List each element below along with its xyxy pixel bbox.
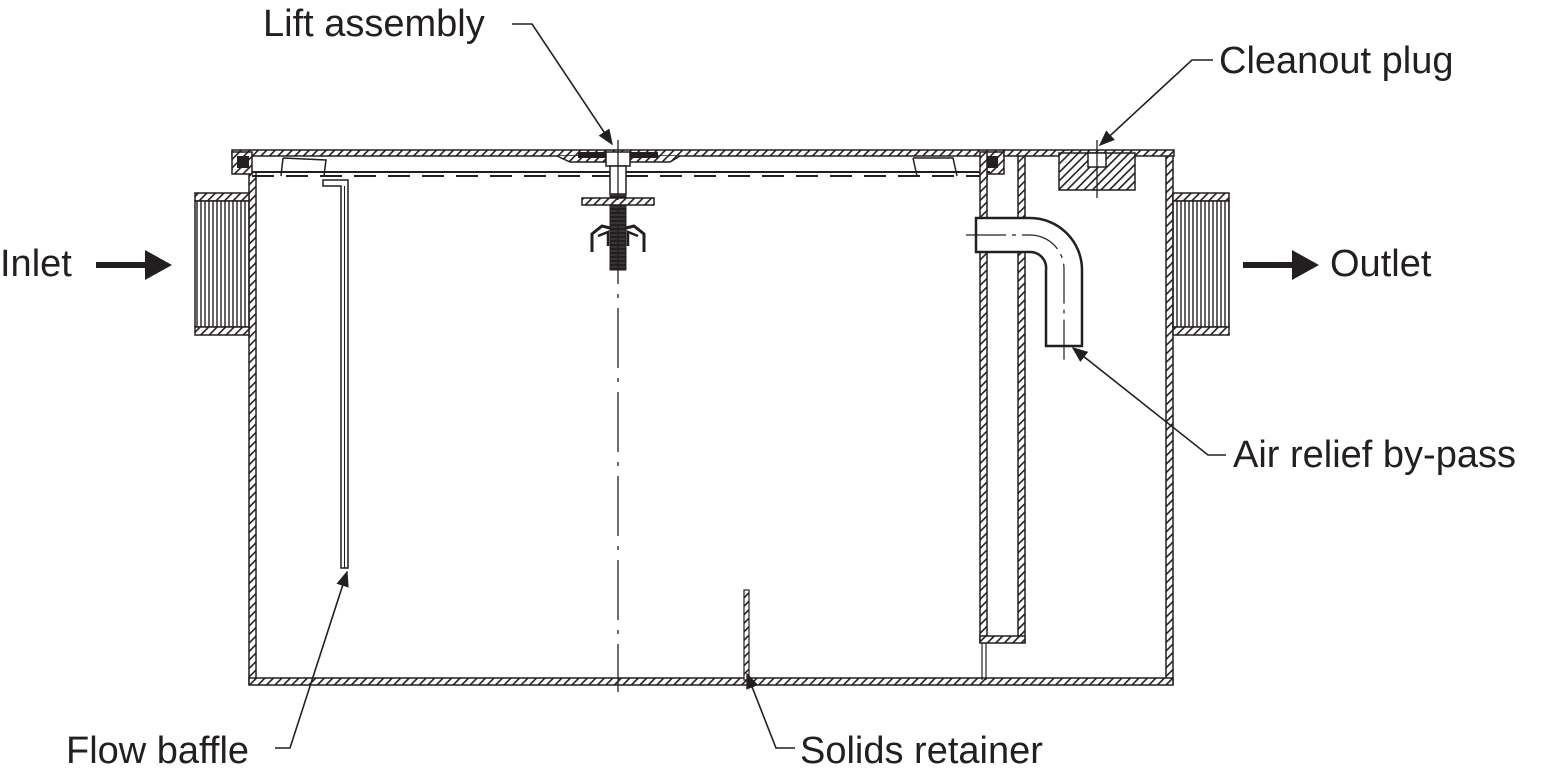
label-solids-retainer: Solids retainer — [800, 730, 1043, 772]
lift-assembly — [581, 140, 655, 692]
solids-retainer — [743, 589, 750, 681]
inlet-arrow-icon — [96, 250, 172, 280]
label-inlet: Inlet — [0, 243, 72, 285]
label-lift-assembly: Lift assembly — [263, 3, 485, 45]
leader-solids-retainer — [746, 672, 795, 749]
outlet-fitting — [1172, 192, 1230, 336]
leader-lift-assembly — [512, 23, 613, 146]
label-cleanout-plug: Cleanout plug — [1219, 40, 1454, 82]
inlet-fitting — [194, 192, 250, 336]
label-outlet: Outlet — [1330, 243, 1432, 285]
flow-baffle — [322, 179, 349, 569]
cleanout-plug — [1058, 140, 1136, 198]
air-relief-bypass — [966, 216, 1084, 360]
leader-flow-baffle — [275, 570, 349, 749]
leader-air-relief — [1071, 347, 1226, 456]
label-flow-baffle: Flow baffle — [66, 730, 249, 772]
leader-cleanout-plug — [1098, 59, 1213, 147]
label-air-relief-bypass: Air relief by-pass — [1233, 434, 1516, 476]
outlet-arrow-icon — [1243, 250, 1319, 280]
